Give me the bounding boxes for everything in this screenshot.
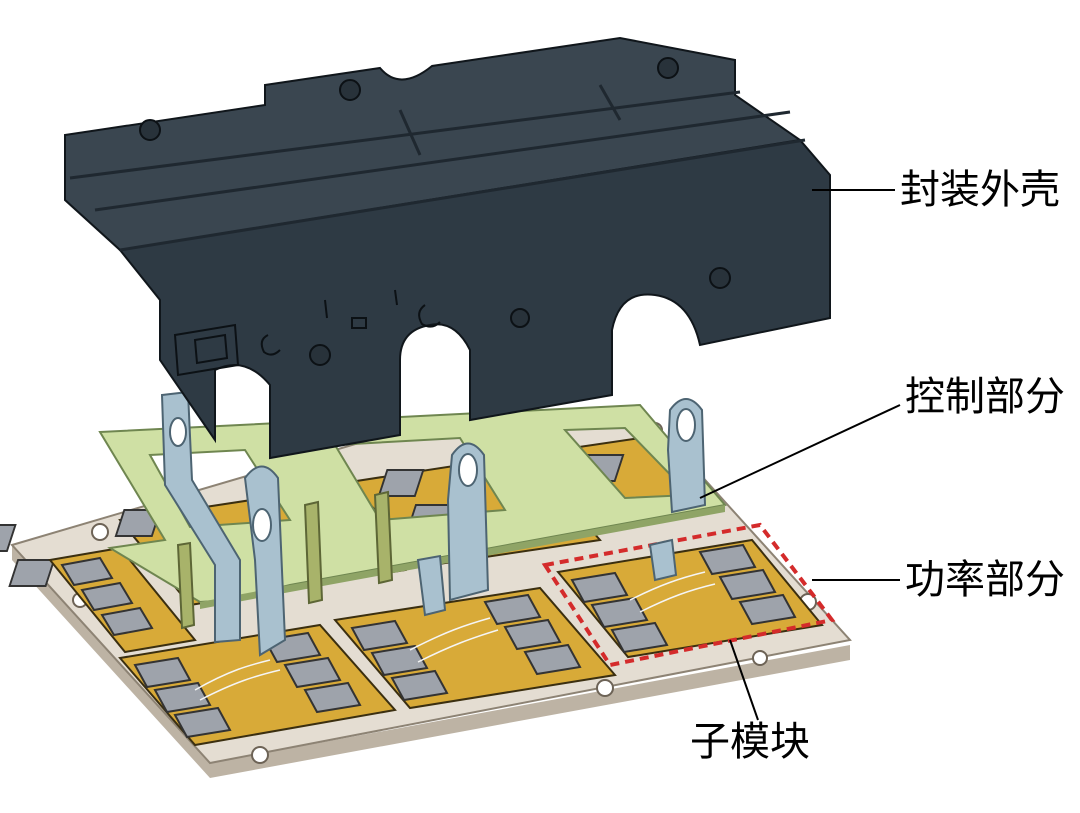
housing-hole (709, 267, 731, 289)
auxiliary-pin (373, 490, 394, 585)
housing-hole (309, 344, 331, 366)
housing-markings (173, 289, 441, 377)
housing-ridge (69, 84, 806, 252)
terminals (160, 390, 707, 657)
baseplate-hole (91, 523, 109, 541)
terminal (243, 465, 287, 657)
terminal (160, 390, 241, 644)
housing-hole (510, 308, 530, 328)
submodule-highlight-outline (541, 522, 836, 668)
callout-label-submodule: 子模块 (690, 719, 810, 765)
substrate (48, 546, 197, 654)
housing-hole (139, 119, 161, 141)
baseplate-hole (752, 650, 768, 666)
substrate (333, 586, 617, 710)
housing-top-face (64, 36, 803, 252)
baseplate-hole (251, 746, 269, 764)
callout-label-housing: 封装外壳 (900, 167, 1060, 213)
housing-hole (339, 79, 361, 101)
housing-front-face (118, 138, 831, 460)
substrate (118, 623, 397, 747)
auxiliary-pin (176, 541, 196, 630)
callout-label-control: 控制部分 (905, 374, 1065, 420)
callout-line-submodule (729, 639, 759, 721)
callout-line-control (699, 404, 901, 499)
callout-label-power: 功率部分 (905, 557, 1065, 603)
terminal (416, 554, 447, 617)
callouts: 封装外壳 控制部分 功率部分 子模块 (690, 167, 1065, 765)
auxiliary-pin (303, 500, 324, 605)
housing (64, 36, 831, 460)
bond-wires (194, 571, 716, 701)
housing-hole (657, 57, 679, 79)
terminal (666, 398, 707, 514)
baseplate-side (12, 545, 850, 778)
terminal (446, 442, 490, 602)
terminal (648, 538, 678, 582)
baseplate-hole (596, 679, 614, 697)
substrate-highlighted (556, 538, 824, 659)
